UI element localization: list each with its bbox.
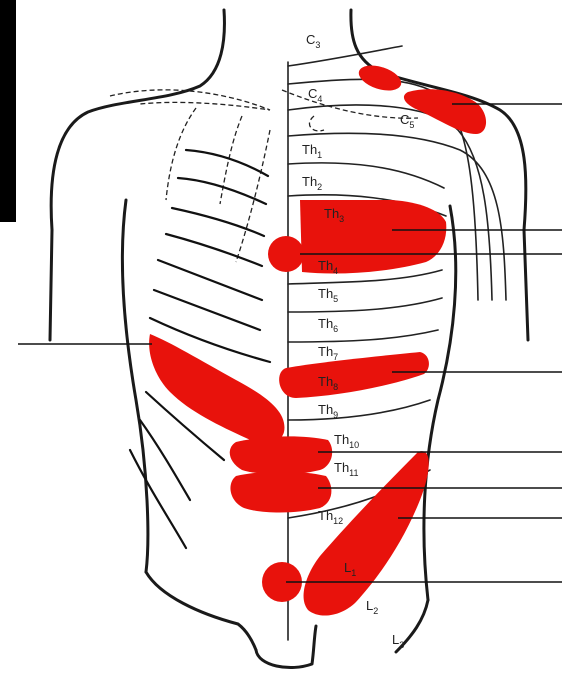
zone-sternum [268, 236, 304, 272]
label-th11: Th11 [334, 460, 359, 478]
zone-th11-band [230, 472, 331, 513]
label-l2: L2 [366, 598, 378, 616]
label-th1: Th1 [302, 142, 322, 160]
label-th2: Th2 [302, 174, 322, 192]
label-th10: Th10 [334, 432, 359, 450]
label-th7: Th7 [318, 344, 338, 362]
label-c4: C4 [308, 86, 322, 104]
label-c3: C3 [306, 32, 320, 50]
zone-th7-th8-band [279, 352, 429, 398]
zone-left-hypochondrium [149, 334, 284, 443]
zone-c5-shoulder [404, 89, 486, 134]
label-th9: Th9 [318, 402, 338, 420]
left-edge-bar [0, 0, 16, 222]
label-th5: Th5 [318, 286, 338, 304]
label-th6: Th6 [318, 316, 338, 334]
label-th12: Th12 [318, 508, 343, 526]
label-c5: C5 [400, 112, 414, 130]
label-l3: L3 [392, 632, 404, 650]
zone-th10-band [230, 436, 332, 474]
zone-c4-shoulder [356, 61, 405, 96]
